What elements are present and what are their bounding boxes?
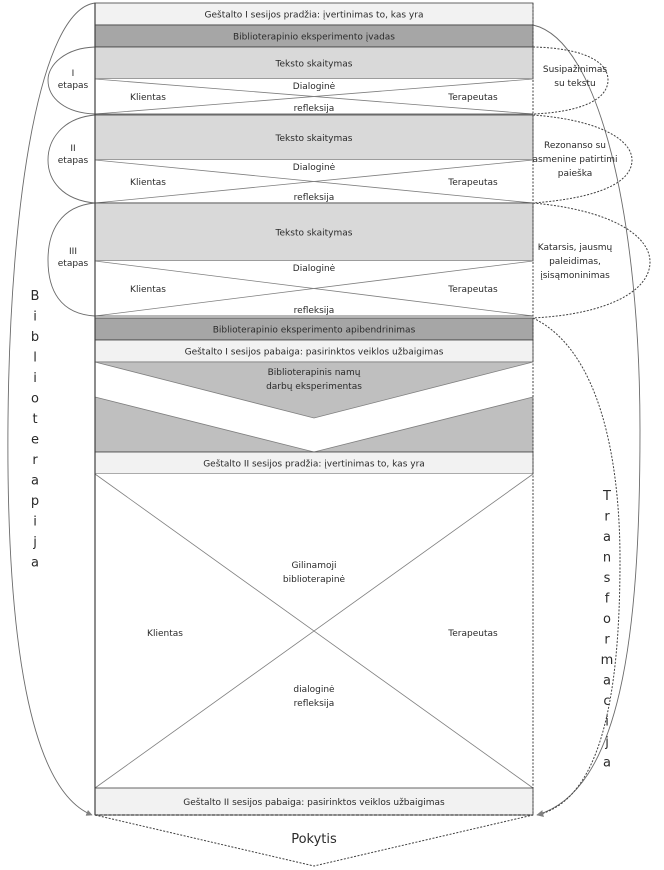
stage-3-outcome-line: paleidimas,	[549, 257, 601, 267]
stage-1-outcome-line: su tekstu	[554, 79, 595, 89]
vertical-letter: a	[31, 556, 39, 571]
stage-2-number: II	[70, 144, 75, 154]
stage-3-reading-band-label: Teksto skaitymas	[275, 229, 353, 239]
session1-end-band-label: Geštalto I sesijos pabaiga: pasirinktos …	[185, 347, 444, 358]
stage-3-dialog: Dialoginė refleksija Klientas Terapeutas	[94, 260, 534, 317]
homework-upper-chevron	[94, 361, 534, 419]
client-label: Klientas	[130, 178, 166, 188]
vertical-letter: b	[31, 330, 39, 345]
stage-2-label: etapas	[58, 156, 89, 166]
dialog-cross-line	[94, 159, 534, 204]
vertical-letter: r	[32, 453, 38, 468]
outcome-3-oval	[532, 202, 651, 319]
right-bracket-dashed-curve	[532, 317, 621, 817]
vertical-letter: j	[604, 735, 609, 750]
vertical-letter: l	[33, 351, 37, 366]
vertical-letter: e	[31, 433, 39, 448]
vertical-letter: o	[31, 392, 39, 407]
summary-band-label: Biblioterapinio eksperimento apibendrini…	[213, 326, 416, 336]
vertical-letter: c	[603, 694, 610, 709]
vertical-letter: B	[31, 289, 40, 304]
stage-3-label: etapas	[58, 259, 89, 269]
vertical-letter: a	[603, 530, 611, 545]
stage-2-oval	[47, 114, 96, 204]
vertical-letter: i	[605, 715, 609, 730]
vertical-letter: m	[601, 653, 614, 668]
stage-1-outcome-line: Susipažinimas	[543, 65, 608, 75]
homework-label-line: darbų eksperimentas	[266, 382, 362, 392]
client-label: Klientas	[130, 285, 166, 295]
deep-top-label-line: Gilinamoji	[292, 561, 337, 571]
stage-2-outcome-line: asmenine patirtimi	[532, 155, 617, 165]
stage-1-dialog: Dialoginė refleksija Klientas Terapeutas	[94, 78, 534, 115]
right-bracket-curve	[532, 24, 641, 816]
dialog-cross-line	[94, 260, 534, 317]
stage-2-dialog: Dialoginė refleksija Klientas Terapeutas	[94, 159, 534, 204]
intro-band-label: Biblioterapinio eksperimento įvadas	[233, 33, 395, 43]
therapist-label: Terapeutas	[447, 285, 498, 295]
dialog-top-label: Dialoginė	[293, 82, 336, 92]
dialog-top-label: Dialoginė	[293, 163, 336, 173]
stage-1-reading-band-label: Teksto skaitymas	[275, 60, 353, 70]
vertical-letter: f	[605, 592, 610, 607]
result-label: Pokytis	[291, 832, 337, 847]
vertical-letter: t	[32, 412, 37, 427]
therapist-label: Terapeutas	[447, 178, 498, 188]
result-funnel	[94, 814, 534, 867]
deep-bottom-label-line: dialoginė	[293, 685, 335, 695]
client-label: Klientas	[130, 93, 166, 103]
stage-1-number: I	[72, 69, 75, 79]
vertical-letter: i	[33, 515, 37, 530]
deep-reflection-block: Gilinamoji biblioterapinė dialoginė refleks…	[94, 473, 534, 789]
stage-1-label: etapas	[58, 81, 89, 91]
session2-end-band-label: Geštalto II sesijos pabaiga: pasirinktos…	[183, 797, 445, 808]
stage-2-reading-band-label: Teksto skaitymas	[275, 134, 353, 144]
homework-block: Biblioterapinis namų darbų eksperimentas	[94, 361, 534, 453]
dialog-bottom-label: refleksija	[294, 306, 335, 316]
dialog-bottom-label: refleksija	[294, 104, 335, 114]
dialog-cross-line	[94, 78, 534, 115]
vertical-letter: a	[31, 474, 39, 489]
vertical-letter: n	[603, 551, 611, 566]
vertical-letter: r	[604, 633, 610, 648]
left-bracket-curve	[7, 2, 96, 816]
deep-cross-line	[94, 473, 534, 789]
deep-top-label-line: biblioterapinė	[283, 575, 346, 585]
stage-1-oval	[47, 46, 96, 115]
deep-client-label: Klientas	[147, 629, 183, 639]
stage-3-number: III	[69, 247, 77, 257]
vertical-letter: T	[602, 489, 611, 504]
stage-3-oval	[47, 202, 96, 317]
vertical-letter: r	[604, 510, 610, 525]
stage-1-reading-band	[94, 46, 534, 80]
deep-bottom-label-line: refleksija	[294, 699, 335, 709]
therapist-label: Terapeutas	[447, 93, 498, 103]
vertical-letter: i	[33, 310, 37, 325]
vertical-letter: s	[604, 571, 611, 586]
stage-2-reading-band	[94, 114, 534, 161]
outcome-2-oval	[532, 114, 633, 204]
stage-2-outcome-line: paieška	[558, 168, 593, 179]
outcome-1-oval	[532, 46, 609, 115]
vertical-letter: a	[603, 674, 611, 689]
homework-label-line: Biblioterapinis namų	[268, 368, 361, 378]
vertical-letter: o	[603, 612, 611, 627]
vertical-letter: a	[603, 756, 611, 771]
stage-3-outcome-line: įsisąmoninimas	[540, 271, 610, 281]
dialog-bottom-label: refleksija	[294, 193, 335, 203]
stage-3-reading-band	[94, 202, 534, 262]
stage-3-outcome-line: Katarsis, jausmų	[538, 243, 613, 253]
deep-therapist-label: Terapeutas	[447, 629, 498, 639]
session1-start-band-label: Geštalto I sesijos pradžia: įvertinimas …	[205, 10, 424, 21]
vertical-letter: p	[31, 494, 39, 509]
vertical-letter: i	[33, 371, 37, 386]
vertical-letter: j	[32, 535, 37, 550]
session2-start-band-label: Geštalto II sesijos pradžia: įvertinimas…	[203, 459, 425, 470]
dialog-top-label: Dialoginė	[293, 264, 336, 274]
stage-2-outcome-line: Rezonanso su	[544, 141, 606, 151]
